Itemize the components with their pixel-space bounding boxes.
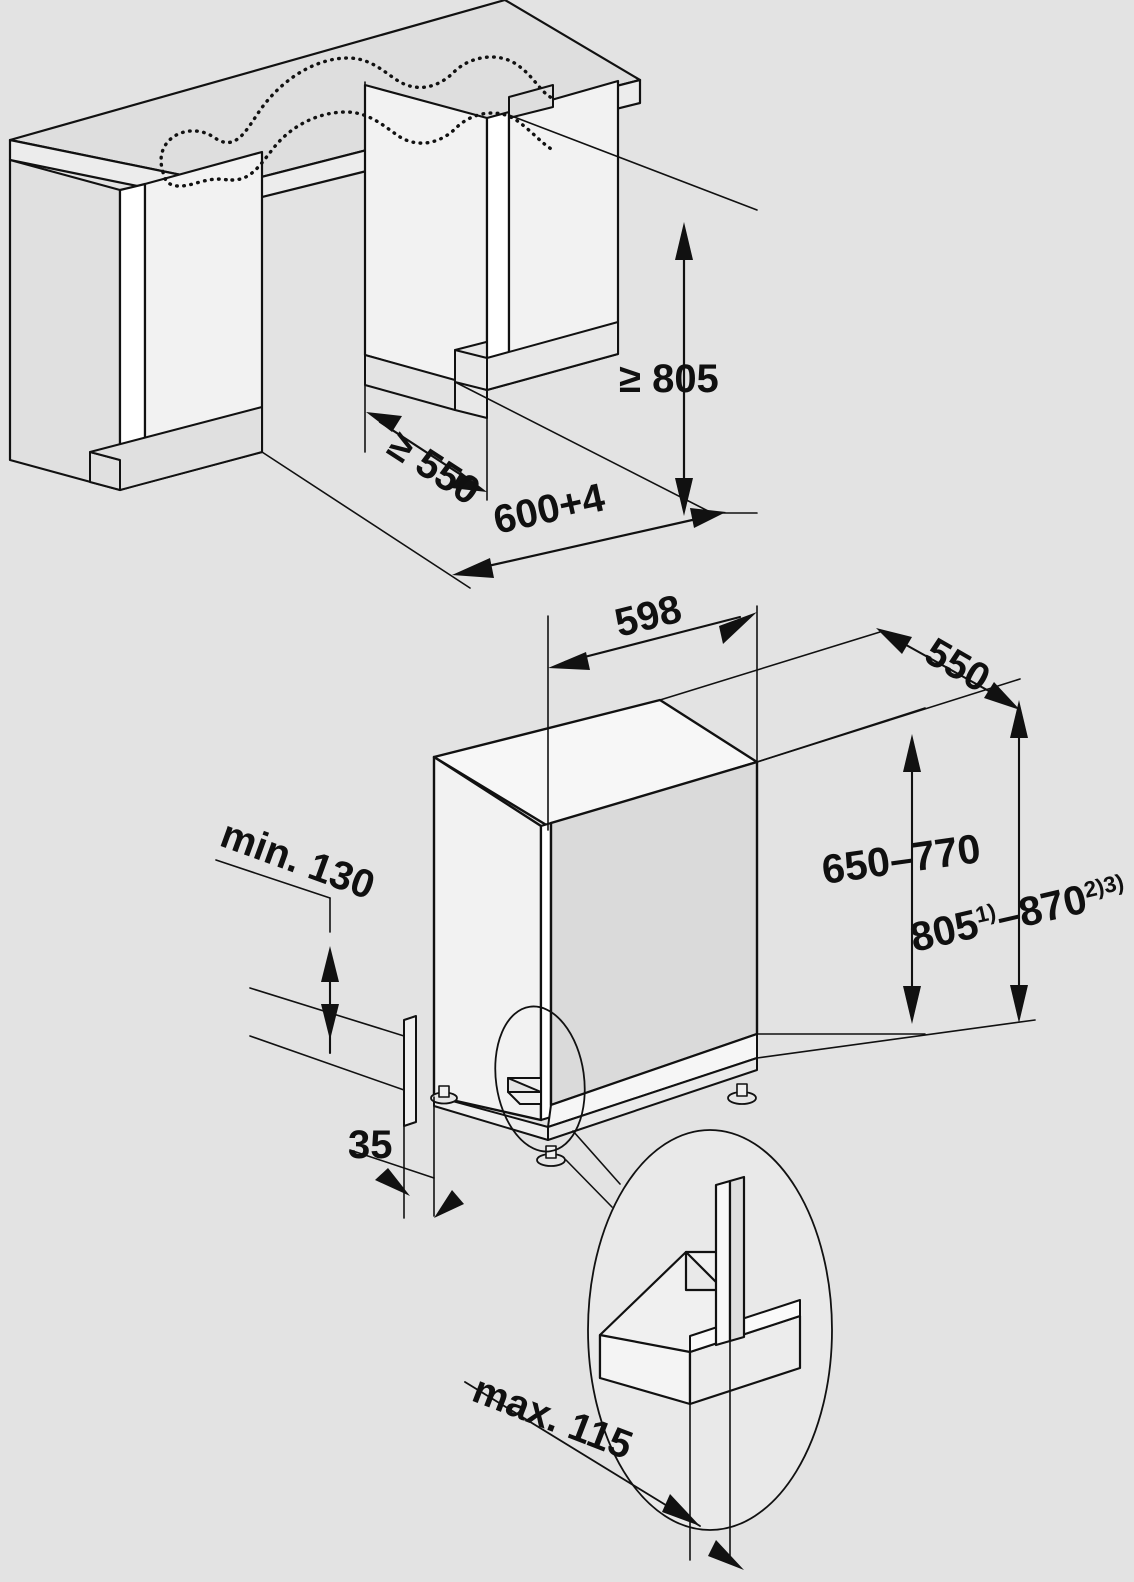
- arrowhead-35-a: [375, 1168, 410, 1196]
- bottom-view-group: 598 550 650–770 8051)–8702)3) min. 130: [215, 587, 1126, 1570]
- callout-leader-upper: [572, 1130, 621, 1185]
- power-cable-path-lower-left: [161, 170, 234, 188]
- right-cabinet-door-edge: [485, 110, 511, 392]
- dim-label-plinth-setback: 35: [348, 1123, 393, 1167]
- arrowhead-35-b: [434, 1190, 464, 1218]
- arrowhead-805b-up: [1010, 700, 1028, 738]
- dim-line-550b: [888, 634, 1007, 702]
- arrowhead-115-end: [708, 1540, 744, 1570]
- power-cable-path-lower-right: [230, 110, 555, 182]
- plinth-detail-notch: [684, 1250, 726, 1292]
- plinth-notch-insitu-inner: [507, 1077, 542, 1093]
- left-cabinet-plinth: [89, 406, 263, 491]
- arrowhead-598-right: [719, 612, 757, 644]
- callout-leader-lower: [565, 1159, 613, 1208]
- dim-line-598: [563, 615, 742, 664]
- arrowhead-550-left: [366, 412, 402, 432]
- foot-front-right-stem: [736, 1083, 748, 1097]
- dim-line-550-depth: [378, 420, 474, 484]
- ext-line-805b-bottom: [756, 1019, 1036, 1059]
- plinth-board-edge: [403, 1015, 417, 1127]
- dim-label-niche-height: ≥ 805: [619, 357, 719, 401]
- ext-line-35-leader: [349, 1149, 435, 1179]
- plinth-detail-door-slab: [714, 1179, 732, 1347]
- arrowhead-550b-right: [984, 682, 1020, 710]
- plinth-detail-small-callout: [494, 1005, 586, 1153]
- dim-line-600: [468, 514, 712, 572]
- ext-line-805-bottom: [454, 381, 713, 514]
- arrowhead-550b-left: [876, 628, 912, 654]
- plinth-detail-door-face: [728, 1175, 746, 1343]
- arrowhead-598-left: [548, 652, 590, 670]
- niche-inner-left-wall: [363, 83, 489, 392]
- arrowhead-600-left: [452, 558, 494, 578]
- ext-line-600-left: [261, 451, 471, 589]
- arrowhead-805-up: [675, 222, 693, 260]
- arrowhead-650-up: [903, 734, 921, 772]
- ext-line-550b-a: [659, 631, 881, 701]
- arrowhead-600-right: [690, 508, 726, 528]
- ext-line-650-top: [756, 707, 926, 763]
- power-cable-path-upper: [159, 55, 554, 174]
- arrowhead-805-down: [675, 478, 693, 516]
- plinth-board-bottom-guide: [249, 1035, 405, 1091]
- foot-rear-left-stem: [438, 1085, 450, 1098]
- left-cabinet-side: [8, 158, 122, 492]
- appliance-door-edge: [539, 821, 553, 1122]
- dim-line-115: [464, 1381, 701, 1527]
- arrowhead-550-right: [451, 472, 487, 492]
- arrowhead-805b-down: [1010, 985, 1028, 1023]
- worktop-cable-notch: [508, 84, 554, 119]
- arrowhead-650-down: [903, 986, 921, 1024]
- ext-line-130-leader: [215, 859, 331, 899]
- ext-line-805-top: [508, 114, 758, 211]
- arrowhead-130-up: [321, 1004, 339, 1040]
- arrowhead-130-down: [321, 946, 339, 982]
